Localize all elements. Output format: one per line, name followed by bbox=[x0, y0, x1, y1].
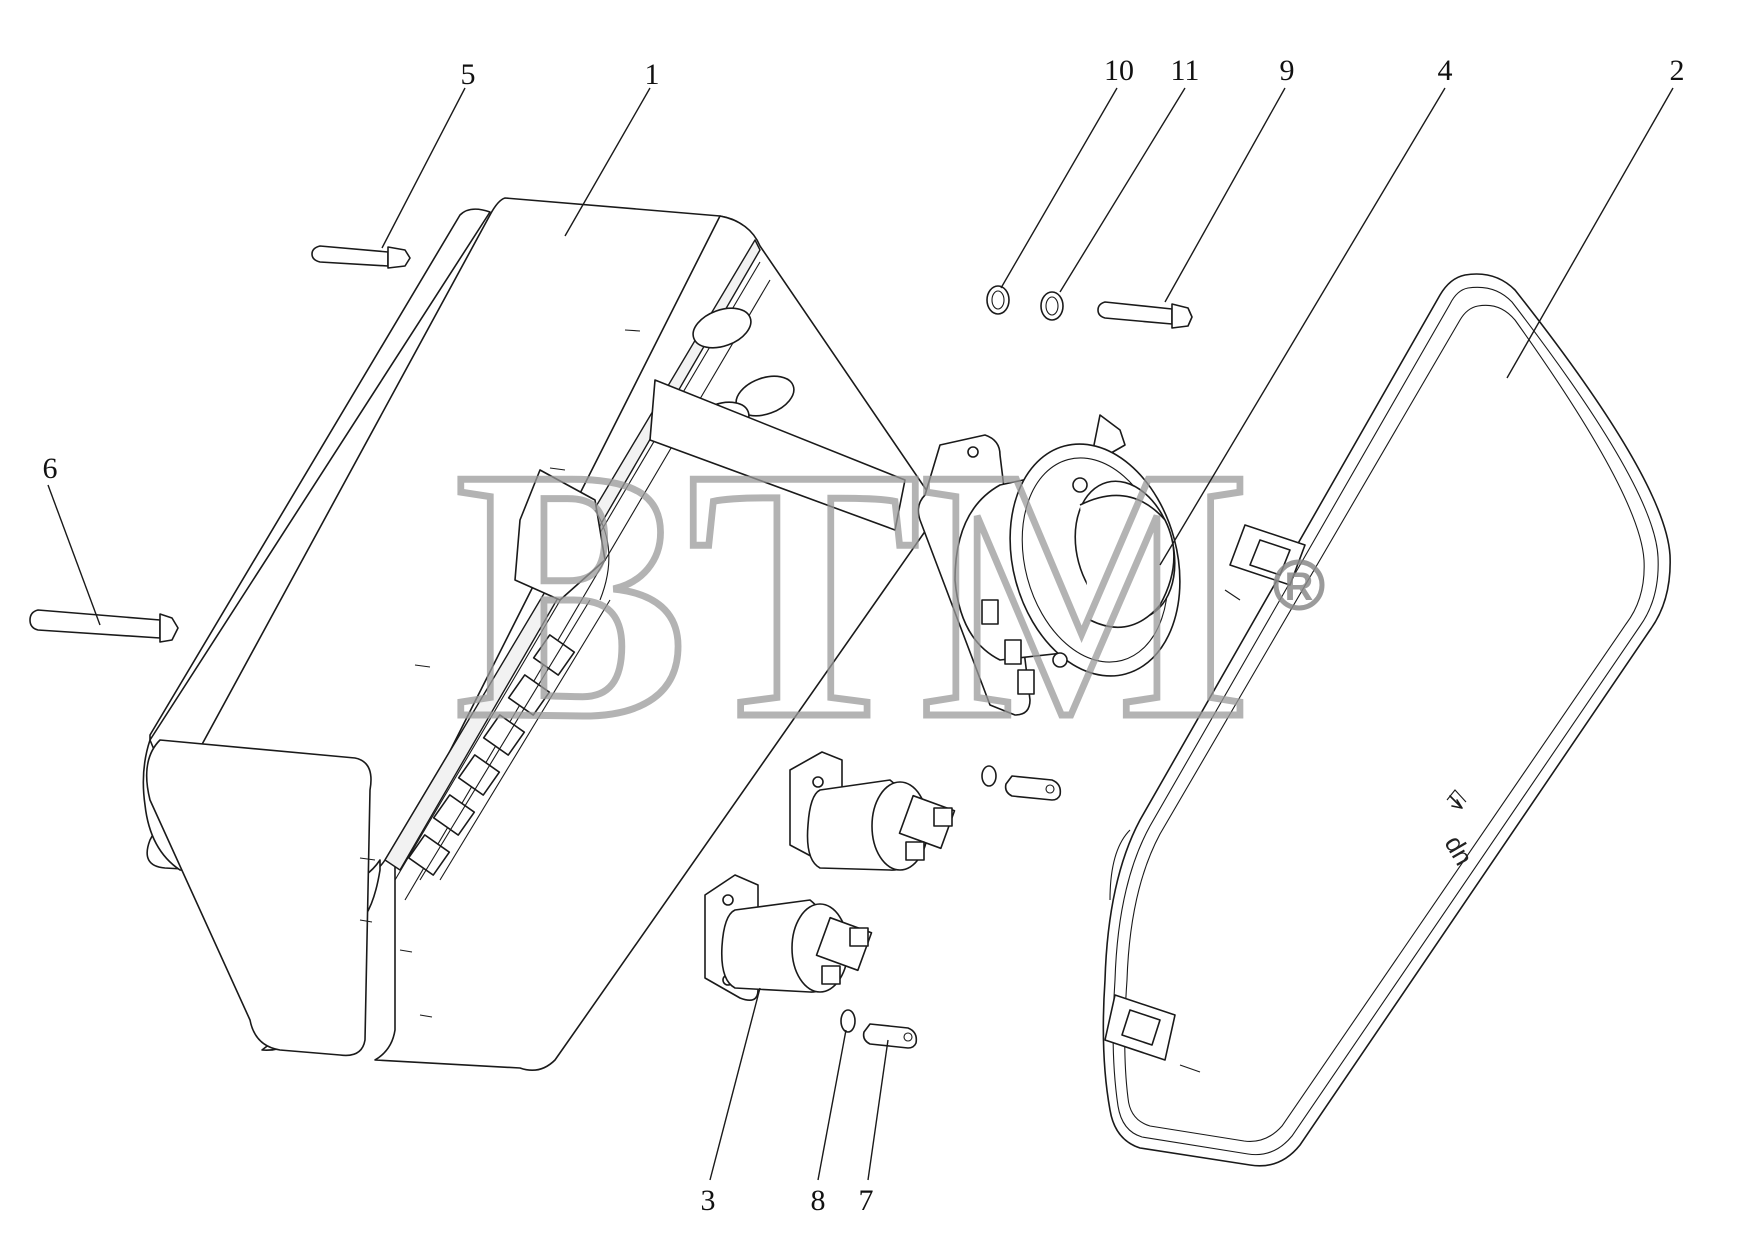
callout-4: 4 bbox=[1438, 54, 1453, 87]
callout-8: 8 bbox=[811, 1184, 826, 1217]
svg-text:BTM: BTM bbox=[455, 394, 1250, 793]
part-10-washer bbox=[986, 285, 1010, 315]
part-1-housing bbox=[142, 197, 941, 1071]
callout-3: 3 bbox=[701, 1184, 716, 1217]
callout-7: 7 bbox=[859, 1184, 874, 1217]
callout-10: 10 bbox=[1104, 54, 1134, 87]
callout-9: 9 bbox=[1280, 54, 1295, 87]
terminal-stud bbox=[821, 927, 869, 985]
screw-upper bbox=[981, 765, 1062, 801]
callout-6: 6 bbox=[43, 452, 58, 485]
leader-lines bbox=[47, 87, 1674, 1181]
callout-1: 1 bbox=[645, 58, 660, 91]
part-7-screw bbox=[862, 1023, 918, 1049]
part-5-bolt bbox=[311, 245, 411, 269]
part-8-washer bbox=[840, 1009, 856, 1033]
part-2-cover: up bbox=[1102, 273, 1671, 1167]
part-3-solenoid-upper bbox=[789, 751, 956, 871]
cover-clip-lower bbox=[1104, 994, 1201, 1073]
cover-arrow-icon bbox=[1446, 789, 1467, 809]
callout-labels: 5 1 10 11 9 4 2 6 3 8 7 bbox=[43, 54, 1685, 1217]
callout-11: 11 bbox=[1171, 54, 1200, 87]
part-11-washer bbox=[1040, 291, 1064, 321]
terminal-strip bbox=[407, 599, 611, 881]
part-9-bolt bbox=[1097, 301, 1193, 329]
part-4-contactor bbox=[917, 414, 1181, 716]
btm-watermark: BTM R bbox=[452, 391, 1325, 797]
part-6-bolt bbox=[29, 609, 179, 643]
part-3-solenoid-lower bbox=[704, 874, 873, 1001]
cover-clip-upper bbox=[1224, 524, 1306, 601]
terminal-stud bbox=[905, 807, 953, 861]
svg-text:R: R bbox=[1285, 565, 1314, 609]
callout-2: 2 bbox=[1670, 54, 1685, 87]
callout-5: 5 bbox=[461, 58, 476, 91]
